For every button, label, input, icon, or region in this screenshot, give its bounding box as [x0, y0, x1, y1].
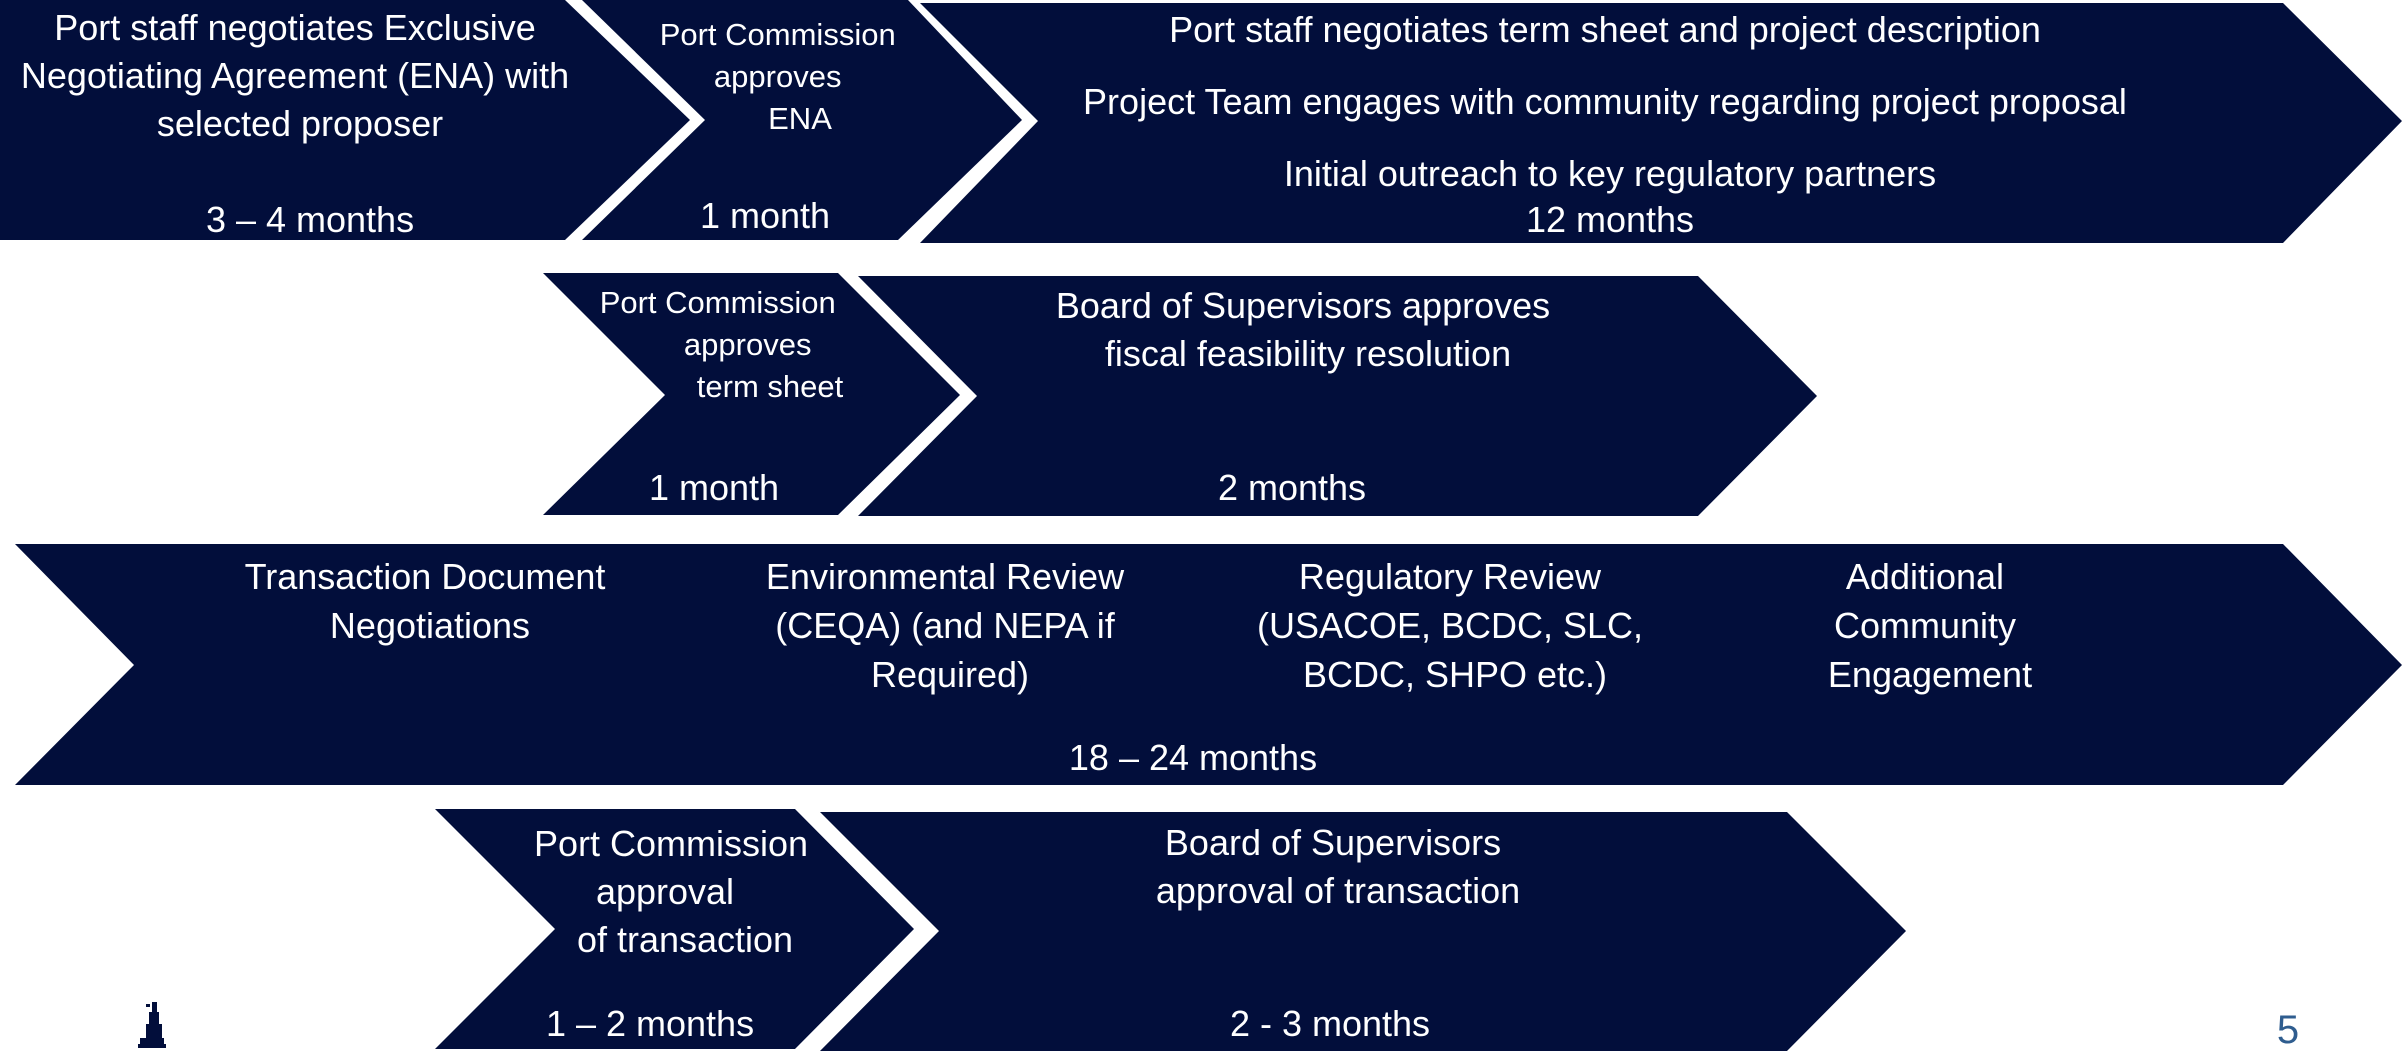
step-text: BCDC, SHPO etc.): [1303, 654, 1607, 695]
page-number: 5: [2277, 1008, 2299, 1051]
step-text: Regulatory Review: [1299, 556, 1602, 597]
row-1: Port staff negotiates Exclusive Negotiat…: [0, 0, 2402, 243]
svg-text:Port Commission approves: Port Commission approves ENA: [660, 17, 905, 136]
step-duration: 1 month: [649, 467, 779, 508]
step-text: (CEQA) (and NEPA if: [775, 605, 1115, 646]
step-text: (USACOE, BCDC, SLC,: [1257, 605, 1643, 646]
row-3: Transaction Document Negotiations Enviro…: [15, 544, 2402, 785]
chevron-commission-approval-transaction: [435, 809, 914, 1049]
svg-text:Port staff negotiates Exclusiv: Port staff negotiates Exclusive Negotiat…: [21, 7, 579, 144]
svg-text:Additional Community: Additional Community Engagement: [1828, 556, 2032, 695]
port-tower-logo-icon: [138, 1002, 166, 1048]
step-duration: 2 months: [1218, 467, 1366, 508]
chevron-term-sheet-negotiation: [920, 3, 2402, 243]
svg-text:Port Commission approves: Port Commission approves term sheet: [600, 285, 845, 404]
step-text: approval: [596, 871, 734, 912]
step-text: Engagement: [1828, 654, 2032, 695]
chevron-review-phase: [15, 544, 2402, 785]
step-text: ENA: [768, 101, 832, 136]
step-text: of transaction: [577, 919, 793, 960]
step-text: fiscal feasibility resolution: [1105, 333, 1511, 374]
step-text: Negotiating Agreement (ENA) with: [21, 55, 569, 96]
step-text: term sheet: [697, 369, 844, 404]
step-text: approval of transaction: [1156, 870, 1520, 911]
step-text: approves: [714, 59, 842, 94]
chevron-commission-approves-term-sheet: [543, 273, 960, 515]
svg-text:Regulatory Review (USACO: Regulatory Review (USACOE, BCDC, SLC, BC…: [1257, 556, 1653, 695]
chevron-supervisors-fiscal-feasibility: [858, 276, 1817, 516]
svg-text:Board of Supervisors app: Board of Supervisors approval of transac…: [1156, 822, 1520, 911]
step-duration: 3 – 4 months: [206, 199, 414, 240]
svg-text:Environmental Review (CE: Environmental Review (CEQA) (and NEPA if…: [766, 556, 1134, 695]
chevron-ena-negotiation: [0, 0, 690, 240]
step-duration: 1 – 2 months: [546, 1003, 754, 1044]
svg-text:Board of Supervisors approves: Board of Supervisors approves fiscal fea…: [1056, 285, 1560, 374]
svg-text:Transaction Document Neg: Transaction Document Negotiations: [245, 556, 616, 646]
step-text: Additional: [1846, 556, 2004, 597]
step-text: Community: [1834, 605, 2016, 646]
step-text: Port Commission: [534, 823, 808, 864]
step-duration: 12 months: [1526, 199, 1694, 240]
step-text: selected proposer: [157, 103, 443, 144]
step-text: Port Commission: [600, 285, 836, 320]
step-text: Port staff negotiates term sheet and pro…: [1169, 9, 2041, 50]
step-text: Port staff negotiates Exclusive: [54, 7, 536, 48]
chevron-commission-approves-ena: [582, 0, 1022, 240]
step-duration: 2 - 3 months: [1230, 1003, 1430, 1044]
row-2: Port Commission approves term sheet 1 mo…: [543, 273, 1817, 516]
svg-text:Port staff negotiates term she: Port staff negotiates term sheet and pro…: [1083, 9, 2137, 194]
step-text: approves: [684, 327, 812, 362]
step-duration: 1 month: [700, 195, 830, 236]
step-text: Board of Supervisors approves: [1056, 285, 1550, 326]
svg-text:Port Commission approval: Port Commission approval of transaction: [534, 823, 818, 960]
step-text: Negotiations: [330, 605, 530, 646]
row-4: Port Commission approval of transaction …: [435, 809, 1906, 1051]
step-text: Transaction Document: [245, 556, 606, 597]
step-text: Board of Supervisors: [1165, 822, 1501, 863]
step-text: Environmental Review: [766, 556, 1125, 597]
step-duration: 18 – 24 months: [1069, 737, 1317, 778]
chevron-supervisors-approval-transaction: [820, 812, 1906, 1051]
step-text: Required): [871, 654, 1029, 695]
step-text: Initial outreach to key regulatory partn…: [1284, 153, 1936, 194]
step-text: Port Commission: [660, 17, 896, 52]
step-text: Project Team engages with community rega…: [1083, 81, 2127, 122]
